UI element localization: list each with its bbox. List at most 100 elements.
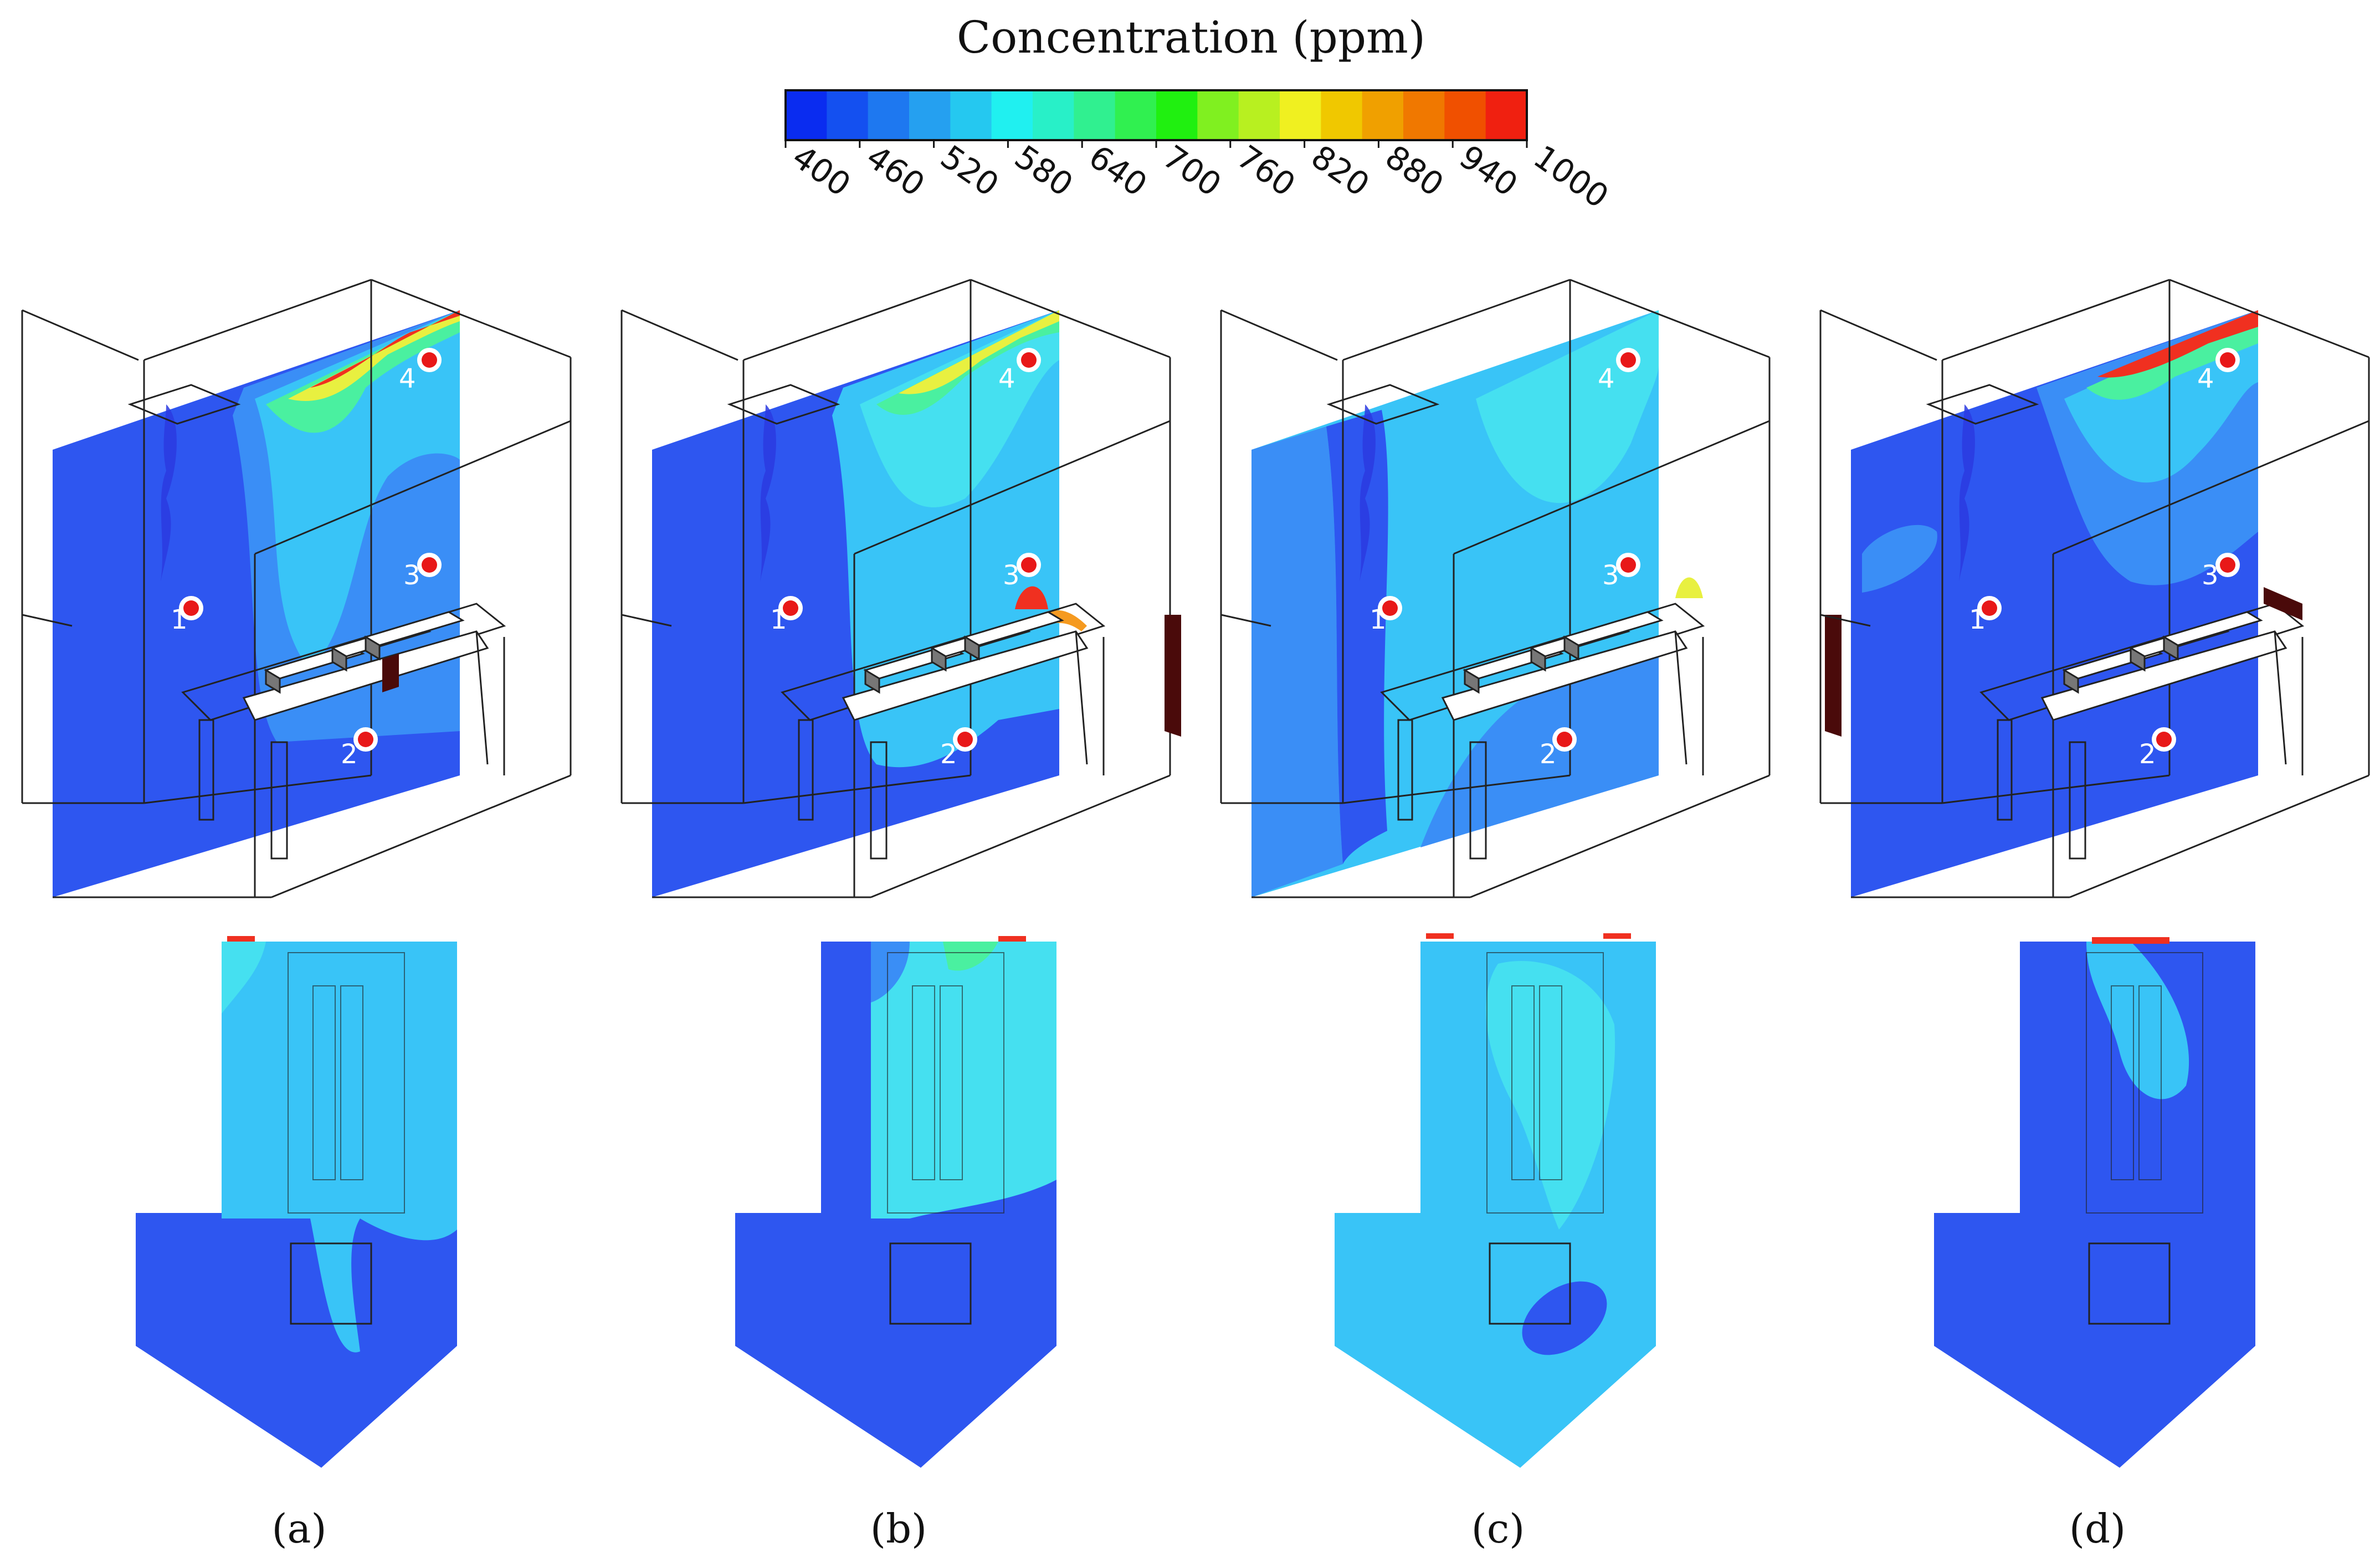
room-outline: [2069, 774, 2369, 898]
low-concentration-streak: [1360, 404, 1376, 582]
plan-floor: [1934, 942, 2255, 1468]
table-top: [842, 630, 1089, 721]
plan-view: [1335, 933, 1656, 1468]
low-concentration-streak: [161, 404, 177, 582]
marker-dot: [1620, 557, 1636, 573]
measurement-point-1: 1: [1969, 596, 2002, 635]
table-leg: [798, 719, 814, 821]
contour-region: [899, 310, 1059, 394]
inlet-marker: [1603, 933, 1631, 939]
plan-table-outline: [2086, 952, 2203, 1214]
colorbar-swatch: [1115, 90, 1157, 140]
contour-region: [1675, 577, 1703, 598]
marker-dot: [1382, 600, 1398, 616]
marker-dot: [422, 352, 437, 368]
plan-view: [1934, 937, 2255, 1468]
room-outline: [1820, 309, 1937, 361]
marker-dot: [2220, 352, 2235, 368]
low-concentration-streak: [1959, 404, 1975, 582]
marker-label: 3: [403, 560, 420, 591]
room-outline: [143, 774, 372, 804]
colorbar-swatches: [786, 90, 1527, 140]
colorbar-tick-label: 880: [1378, 138, 1450, 204]
plan-machine-outline: [340, 985, 363, 1180]
measurement-point-1: 1: [1369, 596, 1402, 635]
room-outline: [743, 774, 971, 804]
plan-view: [136, 936, 457, 1468]
measurement-point-3: 3: [1003, 553, 1041, 591]
contour-region: [1015, 586, 1048, 609]
table-top: [1441, 630, 1688, 721]
colorbar-swatch: [1321, 90, 1363, 140]
marker-label: 2: [341, 739, 358, 770]
measurement-point-2: 2: [1540, 727, 1577, 770]
measurement-point-4: 4: [2197, 348, 2240, 394]
room-outline: [621, 309, 738, 361]
inlet-marker: [1426, 933, 1454, 939]
plan-contour: [871, 942, 910, 1002]
table-leg: [1397, 719, 1413, 821]
contour-region: [1251, 426, 1343, 897]
colorbar-tick-label: 400: [786, 138, 858, 204]
plan-opening: [2088, 1242, 2171, 1325]
marker-label: 2: [1540, 739, 1557, 770]
contour-region: [1326, 410, 1388, 864]
marker-label: 3: [1602, 560, 1619, 591]
colorbar-swatch: [1197, 90, 1239, 140]
marker-dot: [1982, 600, 1997, 616]
colorbar-swatch: [868, 90, 910, 140]
colorbar-swatch: [1238, 90, 1280, 140]
measurement-point-1: 1: [770, 596, 803, 635]
marker-label: 2: [940, 739, 957, 770]
room-outline: [1220, 309, 1338, 361]
marker-label: 3: [1003, 560, 1020, 591]
view-3d: 1 2 3 4: [620, 279, 1181, 898]
machine-side: [2063, 669, 2079, 694]
room-outline: [1342, 774, 1571, 804]
plan-machine-outline: [2111, 985, 2134, 1180]
room-outline: [1942, 279, 2170, 361]
colorbar-swatch: [950, 90, 992, 140]
table-top: [2040, 630, 2287, 721]
panel-label: (d): [2069, 1505, 2126, 1552]
plan-machine-outline: [2138, 985, 2162, 1180]
marker-dot: [1620, 352, 1636, 368]
low-concentration-streak: [760, 404, 776, 582]
table-leg: [475, 631, 489, 765]
plan-table-outline: [1486, 952, 1604, 1214]
marker-dot: [1557, 732, 1572, 747]
machine-side: [2130, 646, 2146, 672]
room-outline: [22, 614, 73, 627]
table-leg: [198, 719, 214, 821]
contour-region: [1476, 310, 1659, 503]
table-leg: [1469, 741, 1487, 860]
table-leg: [1075, 631, 1088, 765]
marker-label: 4: [399, 363, 416, 394]
room-outline: [143, 279, 372, 361]
plan-contour: [1522, 1281, 1607, 1355]
colorbar-title: Concentration (ppm): [957, 12, 1425, 63]
room-outline: [854, 420, 1171, 555]
measurement-point-4: 4: [998, 348, 1041, 394]
machine-side: [1563, 635, 1579, 661]
marker-label: 1: [770, 604, 787, 635]
inlet-marker: [227, 936, 255, 942]
contour-region: [1862, 525, 1937, 593]
room-outline: [743, 279, 971, 361]
contour-region: [1420, 654, 1659, 847]
room-outline: [621, 614, 672, 627]
plan-machine-outline: [940, 985, 963, 1180]
room-outline: [1942, 774, 2170, 804]
marker-dot: [2156, 732, 2172, 747]
room-outline: [271, 774, 571, 898]
plan-opening: [290, 1242, 372, 1325]
marker-dot: [358, 732, 373, 747]
marker-dot: [783, 600, 798, 616]
ceiling-opening: [727, 384, 840, 425]
measurement-point-2: 2: [2139, 727, 2176, 770]
room-outline: [1569, 279, 1770, 358]
